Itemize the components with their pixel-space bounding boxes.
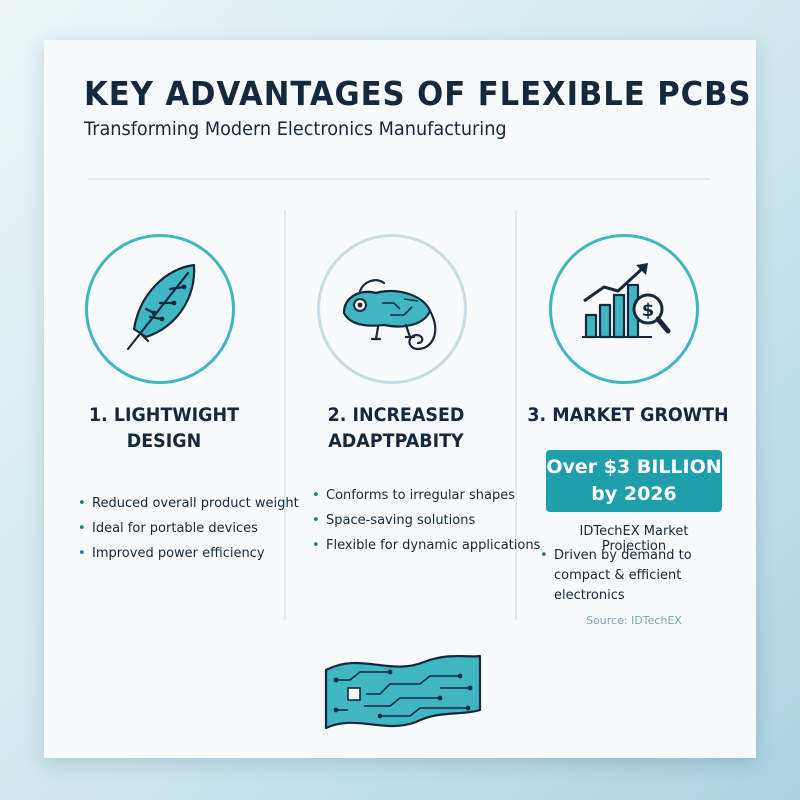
heading-lightweight: 1. LIGHTWIGHT DESIGN <box>88 404 240 452</box>
badge-year: by 2026 <box>591 483 677 505</box>
list-item: Improved power efficiency <box>78 546 299 561</box>
page-title: KEY ADVANTAGES OF FLEXIBLE PCBS <box>84 74 752 113</box>
column-divider <box>515 210 517 620</box>
flexible-pcb-icon <box>324 654 482 730</box>
chameleon-icon <box>342 279 437 351</box>
list-item: Driven by demand to compact & efficient … <box>540 546 730 606</box>
page-subtitle: Transforming Modern Electronics Manufact… <box>84 118 507 140</box>
list-item: Flexible for dynamic applications <box>312 538 540 553</box>
heading-adaptability: 2. INCREASED ADAPTPABITY <box>327 404 465 452</box>
market-bullets: Driven by demand to compact & efficient … <box>540 546 730 606</box>
infographic-card: KEY ADVANTAGES OF FLEXIBLE PCBS Transfor… <box>44 40 756 758</box>
chameleon-circle <box>317 234 467 384</box>
list-item: Conforms to irregular shapes <box>312 488 540 503</box>
feather-circle <box>85 234 235 384</box>
growth-circle: $ <box>549 234 699 384</box>
list-item: Ideal for portable devices <box>78 521 299 536</box>
heading-market-growth: 3. MARKET GROWTH <box>527 404 729 426</box>
list-item: Reduced overall product weight <box>78 496 299 511</box>
column-divider <box>284 210 286 620</box>
list-item: Space-saving solutions <box>312 513 540 528</box>
market-badge: Over $3 BILLION by 2026 <box>546 450 722 512</box>
lightweight-bullets: Reduced overall product weight Ideal for… <box>78 496 299 571</box>
growth-chart-icon: $ <box>582 263 671 339</box>
badge-amount: Over $3 BILLION <box>546 456 722 478</box>
adaptability-bullets: Conforms to irregular shapes Space-savin… <box>312 488 540 563</box>
source-note: Source: IDTechEX <box>586 614 682 627</box>
header-divider <box>88 178 710 180</box>
svg-text:$: $ <box>642 300 655 321</box>
feather-icon <box>126 263 196 351</box>
